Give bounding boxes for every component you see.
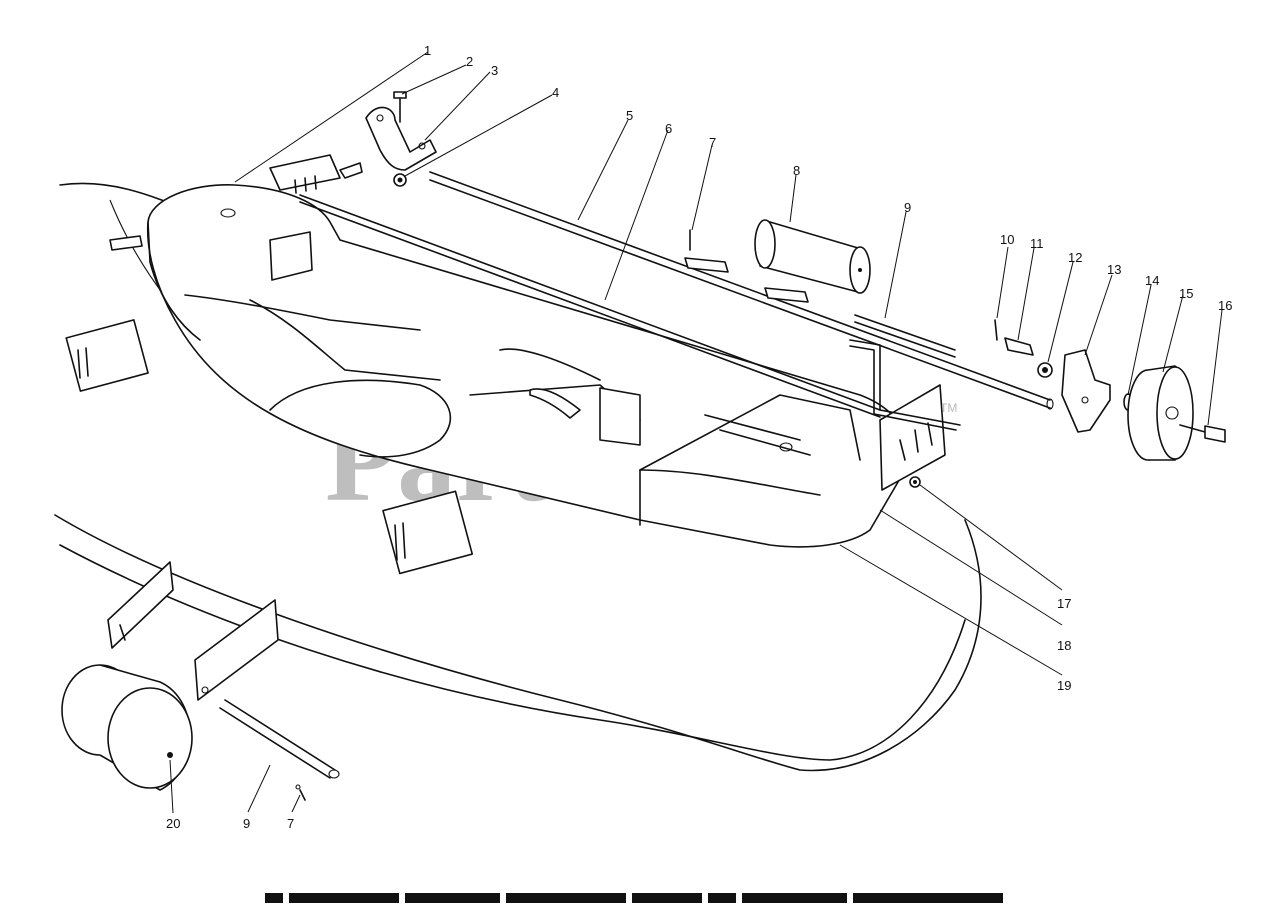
- leader-lines: [169, 51, 1223, 814]
- callout-2: 2: [466, 54, 473, 69]
- watermark-tm: TM: [940, 401, 957, 415]
- callout-6: 6: [665, 121, 672, 136]
- stand-right-mid: [269, 231, 313, 281]
- callout-10: 10: [1000, 232, 1014, 247]
- callout-7-lower: 7: [287, 816, 294, 831]
- bracket-right: [879, 384, 946, 491]
- callout-19: 19: [1057, 678, 1071, 693]
- roller-20: [61, 664, 193, 791]
- callout-3: 3: [491, 63, 498, 78]
- bolt-16: [1179, 424, 1226, 443]
- rod-9-lower: [219, 699, 340, 779]
- deck-housing: [146, 184, 909, 548]
- callout-9-lower: 9: [243, 816, 250, 831]
- callout-14: 14: [1145, 273, 1159, 288]
- bracket-left: [269, 154, 363, 194]
- nut-12: [1037, 362, 1053, 378]
- bent-link: [849, 339, 961, 431]
- callout-11: 11: [1030, 236, 1044, 251]
- lever-3: [365, 106, 437, 171]
- cotter-7-lower: [295, 784, 306, 801]
- callout-8: 8: [793, 163, 800, 178]
- clip-9-mid: [764, 287, 809, 303]
- roller-8: [754, 219, 871, 294]
- truncated-caption: [265, 893, 1035, 905]
- rod-5: [429, 171, 1054, 410]
- callout-15: 15: [1179, 286, 1193, 301]
- callout-13: 13: [1107, 262, 1121, 277]
- deflector-plate-b: [194, 599, 279, 701]
- tab-left-front: [109, 235, 143, 251]
- deflector-plate-a: [107, 561, 174, 649]
- bracket-13: [1061, 349, 1111, 433]
- rod-6: [299, 194, 881, 418]
- callout-12: 12: [1068, 250, 1082, 265]
- callout-5: 5: [626, 108, 633, 123]
- callout-17: 17: [1057, 596, 1071, 611]
- wheel-15: [1127, 365, 1194, 461]
- screw-17: [909, 476, 921, 488]
- bolt-2: [393, 91, 407, 123]
- callout-1: 1: [424, 43, 431, 58]
- clip-7-upper: [684, 229, 729, 273]
- callout-18: 18: [1057, 638, 1071, 653]
- rod-9-upper: [854, 314, 956, 358]
- callout-9: 9: [904, 200, 911, 215]
- callout-16: 16: [1218, 298, 1232, 313]
- callout-20: 20: [166, 816, 180, 831]
- callout-labels: 1 2 3 4 5 6 7 8 9 10 11 12 13 14 15 16 1…: [166, 43, 1232, 831]
- pin-10: [994, 319, 998, 341]
- callout-4: 4: [552, 85, 559, 100]
- callout-7: 7: [709, 135, 716, 150]
- nut-4: [393, 173, 407, 187]
- stand-left-upper: [65, 319, 149, 392]
- washer-11: [1004, 337, 1034, 356]
- stand-left-mid: [382, 490, 474, 575]
